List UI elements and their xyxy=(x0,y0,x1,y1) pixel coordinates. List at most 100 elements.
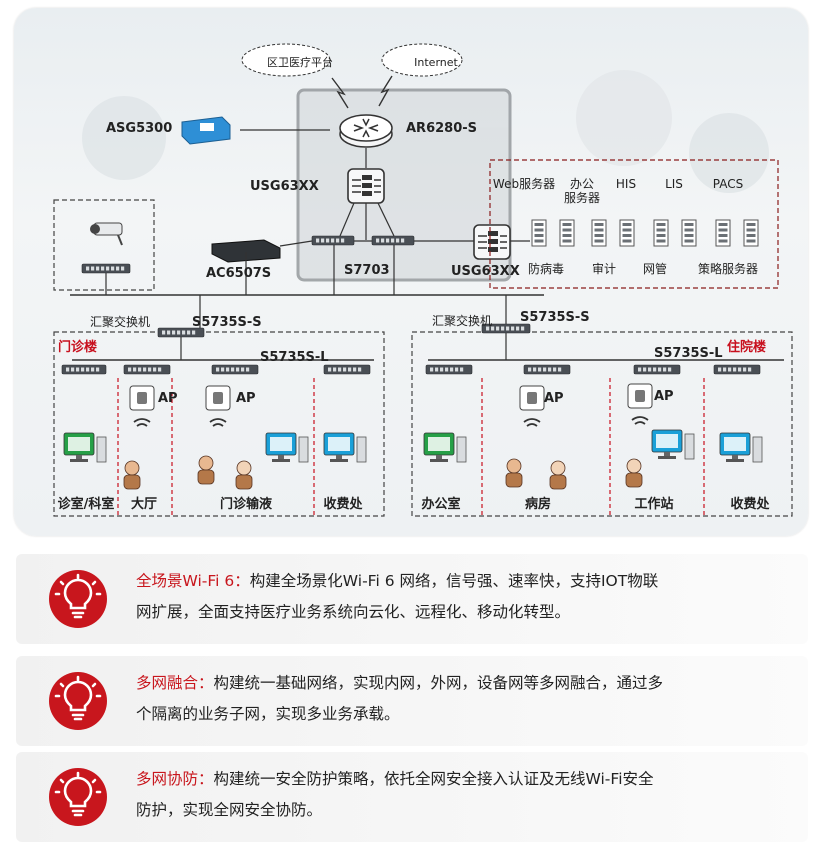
server-rack xyxy=(743,219,759,247)
switch-port xyxy=(653,367,657,372)
server-slot xyxy=(622,234,632,237)
link-usg-core-right xyxy=(377,202,395,237)
pc-tower xyxy=(456,436,467,463)
server-slot xyxy=(684,239,694,243)
person-head xyxy=(198,455,214,471)
usg-top-label: USG63XX xyxy=(250,179,319,194)
server-slot xyxy=(594,239,604,243)
switch-port xyxy=(328,367,332,372)
wifi-icon xyxy=(523,418,541,427)
switch-port xyxy=(128,367,132,372)
feature-title: 多网协防： xyxy=(136,770,214,788)
left-access-switch-label: S5735S-L xyxy=(260,350,329,365)
switch-port xyxy=(333,367,337,372)
monitor-base xyxy=(330,459,348,462)
monitor-content xyxy=(68,437,90,451)
feature-desc-line2: 个隔离的业务子网，实现多业务承载。 xyxy=(136,705,400,723)
switch-port xyxy=(358,367,362,372)
switch-port xyxy=(91,266,95,271)
switch-port xyxy=(143,367,147,372)
asg-panel xyxy=(200,123,214,131)
left-agg-switch-label: S5735S-S xyxy=(192,315,262,330)
server-label-policy: 策略服务器 xyxy=(697,262,759,276)
server-slot xyxy=(562,234,572,237)
monitor-stand xyxy=(436,455,442,459)
right-person-ward-2 xyxy=(549,460,567,490)
core-switch-label: S7703 xyxy=(344,263,390,278)
left-room-hall: 大厅 xyxy=(130,497,158,512)
switch-port xyxy=(343,367,347,372)
person-body xyxy=(235,474,253,490)
right-access-switch-label: S5735S-L xyxy=(654,346,723,361)
monitor-base xyxy=(70,459,88,462)
wifi-icon xyxy=(133,418,151,427)
left-building-box xyxy=(53,331,385,517)
feature-desc-line2: 网扩展，全面支持医疗业务系统向云化、远程化、移动化转型。 xyxy=(136,603,571,621)
switch-port xyxy=(316,238,320,243)
left-person-infusion-1 xyxy=(197,455,215,485)
switch-port xyxy=(71,367,75,372)
switch-port xyxy=(246,367,250,372)
switch-port xyxy=(106,266,110,271)
switch-port xyxy=(353,367,357,372)
feature-title: 多网融合： xyxy=(136,674,214,692)
person-body xyxy=(197,469,215,485)
ac-label: AC6507S xyxy=(206,266,272,281)
lightbulb-icon xyxy=(49,570,107,628)
ap-face xyxy=(137,392,147,404)
switch-port xyxy=(153,367,157,372)
monitor-stand xyxy=(732,455,738,459)
lightning-link xyxy=(331,77,349,109)
left-access-switch-2 xyxy=(123,364,171,375)
feature-card-wifi6: 全场景Wi-Fi 6：构建全场景化Wi-Fi 6 网络，信号强、速率快，支持IO… xyxy=(16,554,808,644)
switch-port xyxy=(450,367,454,372)
right-building-name: 住院楼 xyxy=(727,340,767,355)
person-head xyxy=(626,458,642,474)
server-slot xyxy=(684,223,694,226)
feature-desc-line2: 防护，实现全网安全协防。 xyxy=(136,801,323,819)
link-usg-core-left xyxy=(339,202,355,237)
switch-port xyxy=(158,367,162,372)
switch-port xyxy=(341,238,345,243)
monitor-content xyxy=(428,437,450,451)
firewall-arrows xyxy=(352,179,381,193)
switch-port xyxy=(430,367,434,372)
firewall-brick xyxy=(362,175,372,180)
switch-port xyxy=(663,367,667,372)
server-slot xyxy=(718,234,728,237)
switch-port xyxy=(718,367,722,372)
switch-port xyxy=(543,367,547,372)
switch-port xyxy=(96,367,100,372)
router-ar6280 xyxy=(339,114,393,148)
switch-port xyxy=(728,367,732,372)
server-slot xyxy=(534,239,544,243)
pc-tower xyxy=(96,436,107,463)
switch-port xyxy=(743,367,747,372)
right-ap-2 xyxy=(627,383,653,425)
server-slot xyxy=(622,228,632,232)
camera-icon xyxy=(90,222,123,246)
left-room-consult: 诊室/科室 xyxy=(57,497,115,512)
background-figure xyxy=(689,113,769,193)
switch-port xyxy=(376,238,380,243)
camera-lens xyxy=(90,224,100,234)
server-slot xyxy=(718,223,728,226)
cloud-health-platform xyxy=(241,43,331,77)
server-label-antivirus: 防病毒 xyxy=(527,262,565,276)
monitor-base xyxy=(658,456,676,459)
server-slot xyxy=(718,228,728,232)
person-body xyxy=(549,474,567,490)
cloud-label-health-platform: 区卫医疗平台 xyxy=(267,56,333,69)
switch-port xyxy=(455,367,459,372)
firewall-usg-right xyxy=(473,224,511,260)
core-switch-left xyxy=(311,235,355,246)
switch-port xyxy=(162,330,166,335)
right-agg-label: 汇聚交换机 xyxy=(432,314,493,328)
right-room-office: 办公室 xyxy=(421,497,461,512)
switch-body xyxy=(633,364,681,375)
switch-port xyxy=(733,367,737,372)
firewall-usg-top xyxy=(347,168,385,204)
server-slot xyxy=(562,228,572,232)
left-agg-label: 汇聚交换机 xyxy=(90,315,151,329)
cloud-shape xyxy=(241,43,331,77)
